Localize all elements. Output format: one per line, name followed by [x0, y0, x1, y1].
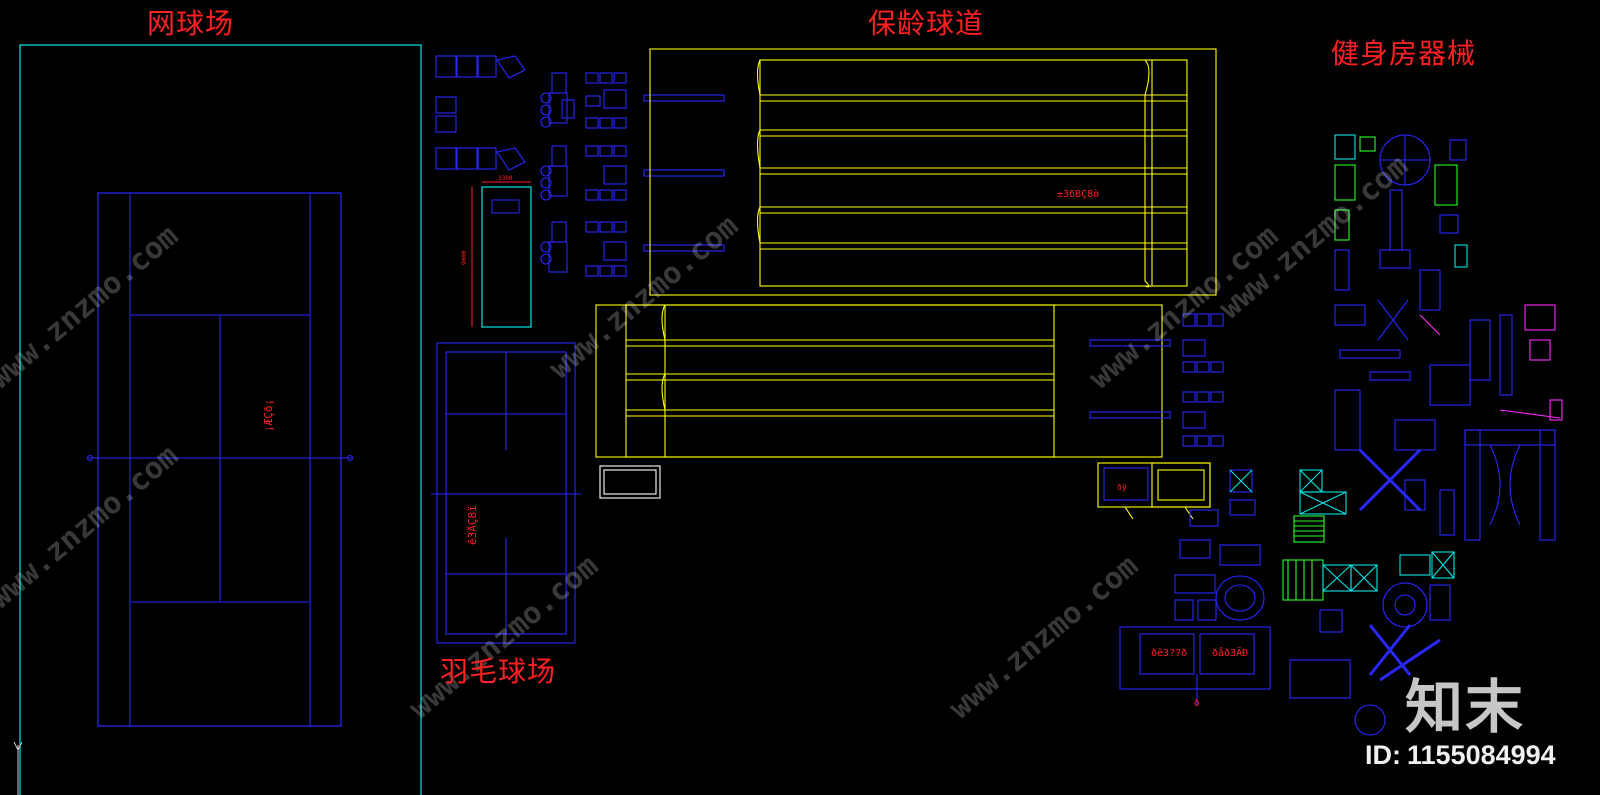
badminton-court[interactable]: ë3ÄÇ8ï: [431, 342, 581, 644]
locker-width-text: 3300: [498, 175, 513, 182]
gym-equipment-label: 健身房器械: [1331, 37, 1477, 70]
bowling-return-tracks[interactable]: [599, 313, 1224, 499]
svg-text:www.znzmo.com: www.znzmo.com: [0, 218, 185, 396]
seating-blocks[interactable]: [435, 55, 725, 277]
svg-text:www.znzmo.com: www.znzmo.com: [543, 208, 745, 386]
watermark-id: ID:1155084994: [1365, 740, 1556, 771]
bowling-lanes-top[interactable]: ±3бВÇ8ò: [649, 48, 1217, 296]
tennis-court-label: 网球场: [147, 7, 235, 40]
locker-height-text: 9000: [461, 250, 468, 265]
badminton-dimension-text: ë3ÄÇ8ï: [466, 505, 479, 545]
gym-equipment[interactable]: ðê3??ð ðåð3ÄÐ ð: [1119, 134, 1563, 736]
bowling-lanes-bottom[interactable]: [595, 304, 1163, 458]
tennis-dimension-text: ¡ÆÇð¡: [262, 399, 275, 432]
gym-small-text: ð: [1194, 699, 1199, 709]
locker-text: ðÿ: [1117, 483, 1127, 492]
locker-block[interactable]: 3300 9000: [461, 175, 532, 328]
bowling-lane-label: 保龄球道: [868, 7, 985, 40]
watermark-pattern: www.znzmo.com www.znzmo.com www.znzmo.co…: [0, 148, 1415, 726]
gym-dimension-text-1: ðê3??ð: [1151, 647, 1187, 659]
gym-dimension-text-2: ðåð3ÄÐ: [1212, 646, 1248, 659]
svg-text:www.znzmo.com: www.znzmo.com: [943, 548, 1145, 726]
changing-room-block[interactable]: ðÿ: [1097, 462, 1211, 520]
watermark-id-label: ID:: [1365, 740, 1401, 770]
svg-text:www.znzmo.com: www.znzmo.com: [0, 438, 185, 616]
watermark-id-value: 1155084994: [1407, 740, 1556, 770]
badminton-court-label: 羽毛球场: [440, 655, 557, 688]
bowling-dimension-text: ±3бВÇ8ò: [1057, 188, 1099, 200]
tennis-court[interactable]: ¡ÆÇð¡: [13, 44, 422, 795]
watermark-logo: 知末: [1405, 673, 1526, 741]
